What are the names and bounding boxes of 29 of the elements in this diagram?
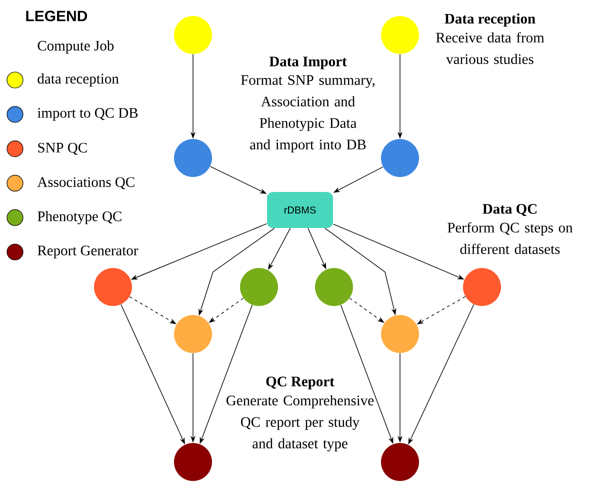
- job-circle: [174, 139, 212, 177]
- job-circle: [381, 139, 419, 177]
- step-heading: Data QC: [482, 204, 536, 216]
- legend-label: SNP QC: [38, 142, 87, 155]
- legend-heading: Compute Job: [38, 40, 114, 54]
- legend-title: LEGEND: [26, 10, 88, 22]
- job-circle: [174, 443, 212, 481]
- legend-label: Report Generator: [38, 246, 138, 258]
- job-circle: [381, 315, 419, 353]
- job-circle: [315, 268, 353, 306]
- job-circle: [174, 16, 212, 54]
- step-heading: Data reception: [444, 13, 536, 27]
- step-description: Receive data from various studies: [436, 32, 544, 64]
- step-description: Generate Comprehensive QC report per study and dataset type: [226, 395, 374, 452]
- legend-label: data reception: [38, 73, 119, 87]
- legend-label: Associations QC: [37, 177, 134, 190]
- job-circle: [94, 268, 132, 306]
- legend-label: Phenotype QC: [38, 211, 122, 224]
- job-circle: [381, 16, 419, 54]
- step-description: Format SNP summary, Association and Phenotypic Data and import into DB: [241, 75, 374, 152]
- job-circle: [381, 443, 419, 481]
- job-circle: [240, 268, 278, 306]
- step-heading: Data Import: [269, 56, 347, 70]
- job-circle: [463, 268, 501, 306]
- job-circle: [174, 315, 212, 353]
- step-heading: QC Report: [266, 376, 334, 390]
- database-cylinder: rDBMS: [267, 192, 333, 228]
- legend-label: import to QC DB: [38, 108, 138, 121]
- step-description: Perform QC steps on different datasets: [448, 222, 573, 254]
